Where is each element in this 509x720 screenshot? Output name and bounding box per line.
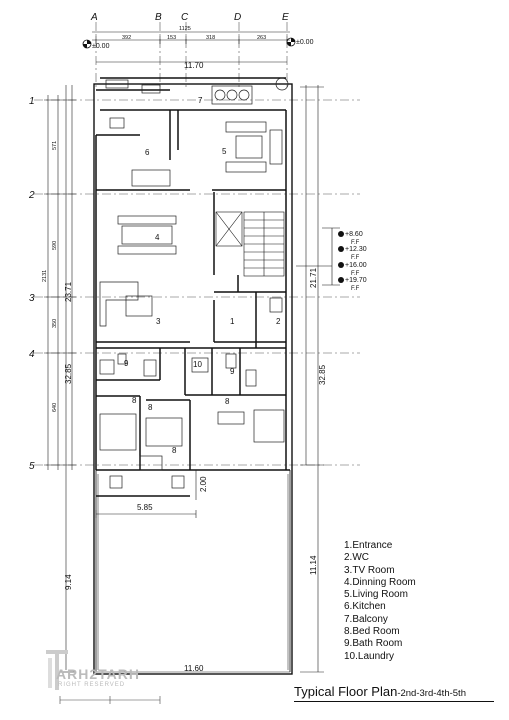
room-tag-bath-a: 9 xyxy=(124,359,129,368)
level-marker-right: ±0.00 xyxy=(286,37,314,47)
legend-item-laundry: 10.Laundry xyxy=(344,650,395,662)
top-dimensions xyxy=(92,31,290,63)
level-marker-left: ±0.00 xyxy=(82,39,110,50)
dim-inner-depth: 2.00 xyxy=(199,476,208,492)
elevation-level-3: +16.00 xyxy=(345,262,367,269)
dim-left-lower: 9.14 xyxy=(64,574,73,590)
grid-col-c: C xyxy=(181,12,189,23)
scale-bar xyxy=(59,696,161,704)
elevation-ff-2: F.F xyxy=(351,255,360,261)
legend-item-wc: 2.WC xyxy=(344,552,369,564)
right-depth-text: 21.71 32.85 11.14 xyxy=(309,267,327,575)
dim-top-seg-2: 153 xyxy=(167,35,176,41)
dim-left-seg-3: 350 xyxy=(52,319,58,328)
level-right: ±0.00 xyxy=(296,39,314,46)
dim-bottom-width: 11.60 xyxy=(184,664,204,673)
legend-item-bath-room: 9.Bath Room xyxy=(344,638,403,650)
room-tags: 7 6 5 4 3 1 2 9 10 9 8 8 8 8 xyxy=(124,96,281,455)
dim-left-seg-4: 640 xyxy=(52,403,58,412)
room-legend: 1.Entrance 2.WC 3.TV Room 4.Dinning Room… xyxy=(344,540,416,663)
legend-item-tv-room: 3.TV Room xyxy=(344,564,395,576)
room-tag-bed-b: 8 xyxy=(148,403,153,412)
legend-item-living-room: 5.Living Room xyxy=(344,589,408,601)
dim-right-upper: 21.71 xyxy=(309,267,318,288)
grid-lines xyxy=(34,22,360,466)
left-dim-text: 571 590 350 640 2131 xyxy=(42,141,58,412)
legend-item-balcony: 7.Balcony xyxy=(344,613,388,625)
elevation-ff-4: F.F xyxy=(351,286,360,292)
grid-row-5: 5 xyxy=(29,461,35,472)
elevation-level-2: +12.30 xyxy=(345,246,367,253)
grid-labels: A B C D E 1 2 3 4 5 xyxy=(28,12,289,472)
grid-row-2: 2 xyxy=(28,190,35,201)
plan-title: Typical Floor Plan-2nd-3rd-4th-5th xyxy=(294,683,466,701)
inner-width-dim xyxy=(95,470,197,518)
elevation-tag-1: +8.60 F.F xyxy=(338,231,363,246)
dim-right-total: 32.85 xyxy=(318,364,327,385)
logo-rights: RIGHT RESERVED xyxy=(58,682,126,688)
dim-left-seg-2: 590 xyxy=(52,241,58,250)
logo-mark-icon xyxy=(46,650,68,690)
room-tag-bed-a: 8 xyxy=(132,396,137,405)
dim-right-lower: 11.14 xyxy=(309,555,318,575)
room-tag-bed-d: 8 xyxy=(172,446,177,455)
grid-row-1: 1 xyxy=(29,96,35,107)
dim-inner-width: 5.85 xyxy=(137,503,153,512)
dim-top-seg-1: 392 xyxy=(122,35,131,41)
top-dim-text: 1125 392 153 318 263 xyxy=(122,26,266,41)
legend-item-entrance: 1.Entrance xyxy=(344,540,393,551)
elevation-tags: +8.60 F.F +12.30 F.F +16.00 F.F +19.70 F… xyxy=(338,231,367,292)
stair xyxy=(215,211,285,277)
elevation-ff-3: F.F xyxy=(351,271,360,277)
room-tag-dining: 4 xyxy=(155,233,160,242)
room-tag-tv: 3 xyxy=(156,317,161,326)
dim-top-seg-4: 263 xyxy=(257,35,266,41)
legend-item-bed-room: 8.Bed Room xyxy=(344,626,400,638)
room-tag-entrance: 1 xyxy=(230,317,235,326)
elevation-tag-3: +16.00 F.F xyxy=(338,262,367,277)
grid-row-4: 4 xyxy=(29,349,35,360)
level-left: ±0.00 xyxy=(92,43,110,50)
dim-top-total: 1125 xyxy=(179,26,191,32)
room-tag-balcony: 7 xyxy=(198,96,203,105)
building-outline xyxy=(93,83,293,675)
logo-brand: ARH2TARH xyxy=(56,666,140,682)
plan-title-floors: -2nd-3rd-4th-5th xyxy=(397,688,466,699)
room-tag-wc: 2 xyxy=(276,317,281,326)
elevation-bracket xyxy=(296,227,340,286)
dim-left-total: 2131 xyxy=(42,270,48,282)
left-depth-text: 23.71 32.85 9.14 xyxy=(64,281,73,590)
grid-col-b: B xyxy=(155,12,162,23)
room-tag-kitchen: 6 xyxy=(145,148,150,157)
grid-col-d: D xyxy=(234,12,241,23)
furniture xyxy=(99,77,289,489)
legend-item-kitchen: 6.Kitchen xyxy=(344,601,386,613)
plan-title-main: Typical Floor Plan xyxy=(294,684,398,699)
grid-col-a: A xyxy=(90,12,98,23)
interior-walls xyxy=(95,77,290,497)
right-dimensions xyxy=(300,85,324,673)
watermark-logo: ARH2TARH RIGHT RESERVED xyxy=(42,640,182,700)
elevation-ff-1: F.F xyxy=(351,240,360,246)
elevation-tag-2: +12.30 F.F xyxy=(338,246,367,261)
dim-top-seg-3: 318 xyxy=(206,35,215,41)
grid-col-e: E xyxy=(282,12,289,23)
room-tag-bed-c: 8 xyxy=(225,397,230,406)
left-dimensions xyxy=(44,85,76,673)
dim-left-total-depth: 32.85 xyxy=(64,363,73,384)
room-tag-living: 5 xyxy=(222,147,227,156)
grid-row-3: 3 xyxy=(29,293,35,304)
room-tag-laundry: 10 xyxy=(193,360,202,369)
room-tag-bath-b: 9 xyxy=(230,367,235,376)
elevation-level-4: +19.70 xyxy=(345,277,367,284)
elevation-tag-4: +19.70 F.F xyxy=(338,277,367,292)
legend-item-dining-room: 4.Dinning Room xyxy=(344,576,416,588)
dim-left-upper: 23.71 xyxy=(64,281,73,302)
dim-left-seg-1: 571 xyxy=(52,141,58,150)
elevation-level-1: +8.60 xyxy=(345,231,363,238)
title-underline xyxy=(294,701,494,702)
dim-top-width: 11.70 xyxy=(184,61,204,70)
